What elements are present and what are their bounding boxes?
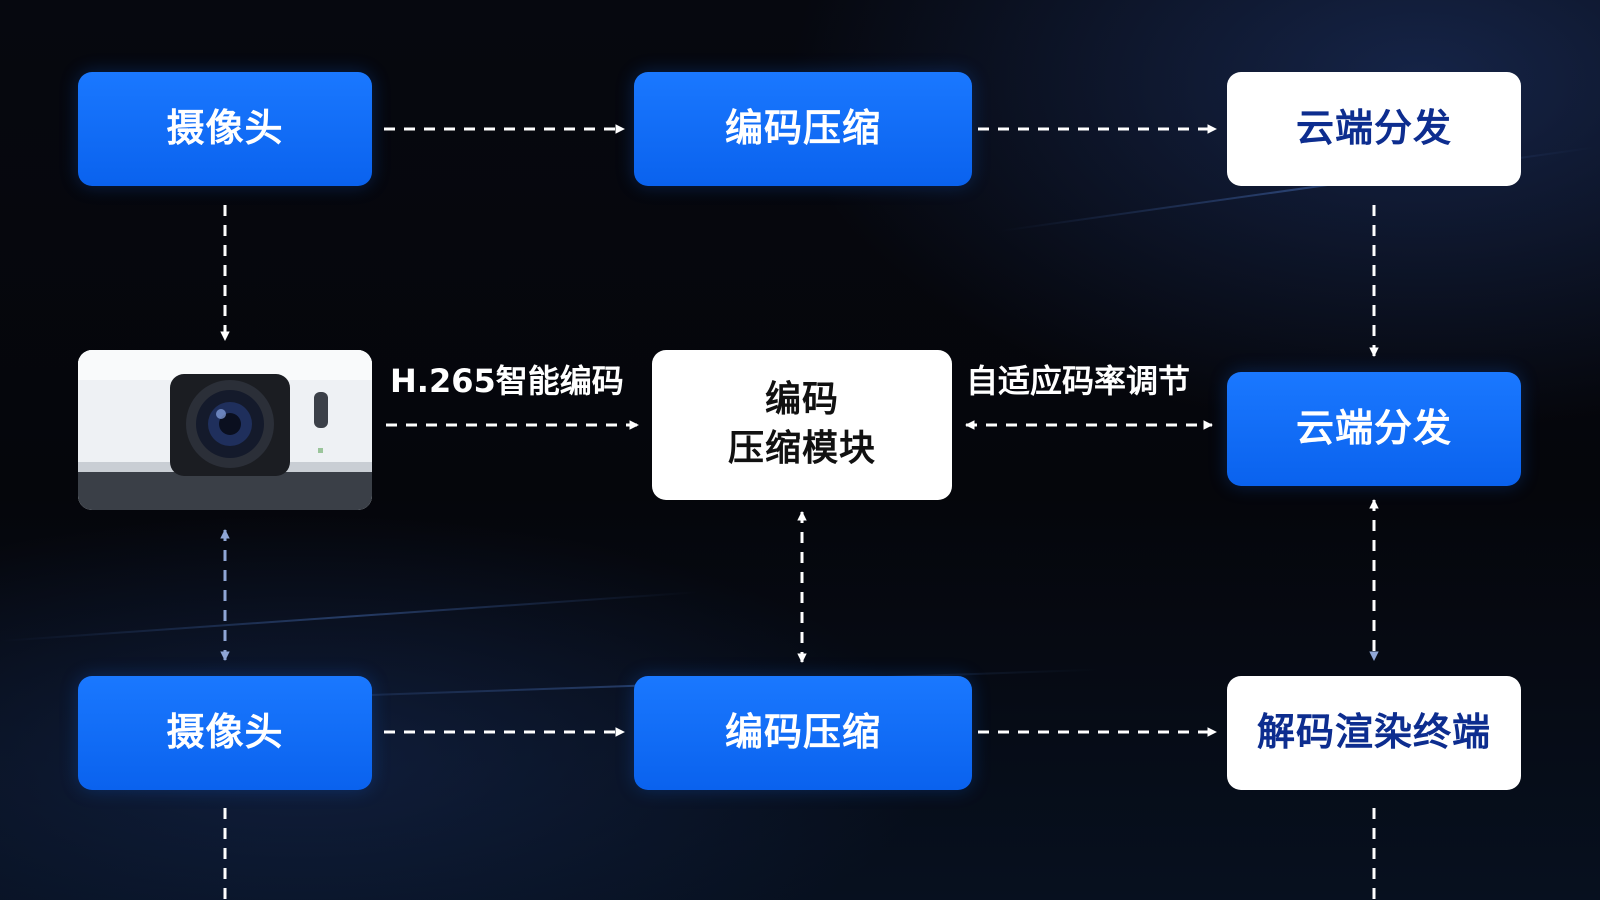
camera-node-bottom-label: 摄像头 [166, 710, 284, 755]
camera-node-top[interactable]: 摄像头 [78, 72, 372, 186]
camera-device-image [78, 350, 372, 510]
encode-node-bottom[interactable]: 编码压缩 [634, 676, 972, 790]
encode-compress-module[interactable]: 编码 压缩模块 [652, 350, 952, 500]
h265-encoding-label: H.265智能编码 [390, 362, 624, 400]
camera-node-top-label: 摄像头 [166, 106, 284, 151]
cloud-node-top[interactable]: 云端分发 [1227, 72, 1521, 186]
encode-node-top[interactable]: 编码压缩 [634, 72, 972, 186]
encode-node-bottom-label: 编码压缩 [724, 710, 881, 755]
encode-node-top-label: 编码压缩 [724, 106, 881, 151]
module-label-line1: 编码 [764, 379, 839, 421]
camera-node-bottom[interactable]: 摄像头 [78, 676, 372, 790]
terminal-node-bottom-label: 解码渲染终端 [1256, 710, 1491, 755]
terminal-node-bottom[interactable]: 解码渲染终端 [1227, 676, 1521, 790]
cloud-node-middle-label: 云端分发 [1295, 406, 1452, 451]
encode-compress-module-label: 编码 压缩模块 [728, 376, 876, 473]
module-label-line2: 压缩模块 [727, 428, 876, 469]
cloud-node-top-label: 云端分发 [1295, 106, 1452, 151]
adaptive-bitrate-label: 自适应码率调节 [966, 362, 1191, 400]
cloud-node-middle[interactable]: 云端分发 [1227, 372, 1521, 486]
